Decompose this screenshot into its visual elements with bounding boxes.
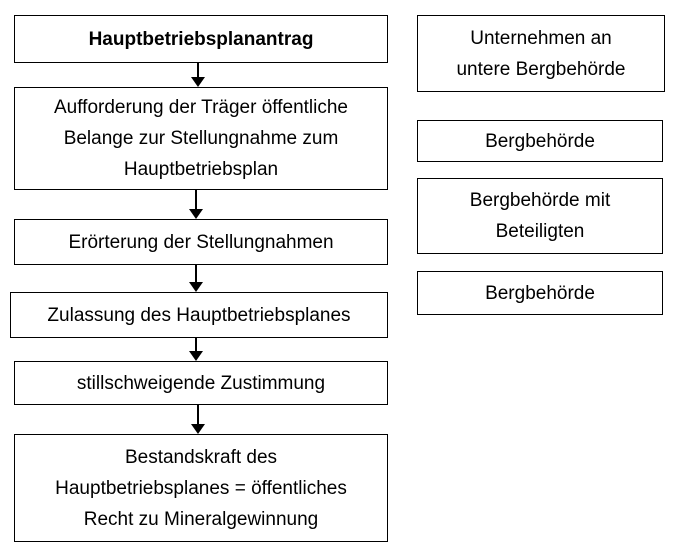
flow-step-label: Hauptbetriebsplanantrag	[88, 28, 314, 50]
actor-authority-with-participants: Bergbehörde mit Beteiligten	[417, 178, 663, 254]
actor-mining-authority-approval: Bergbehörde	[417, 271, 663, 315]
actor-label: Unternehmen an untere Bergbehörde	[456, 27, 626, 80]
flow-step-legal-force: Bestandskraft des Hauptbetriebsplanes = …	[14, 434, 388, 542]
flow-step-label: Bestandskraft des Hauptbetriebsplanes = …	[55, 446, 347, 530]
flow-arrow	[190, 405, 206, 434]
actor-label: Bergbehörde mit Beteiligten	[469, 190, 611, 242]
flow-step-discussion: Erörterung der Stellungnahmen	[14, 219, 388, 265]
flow-step-label: Erörterung der Stellungnahmen	[68, 231, 334, 253]
flow-step-approval: Zulassung des Hauptbetriebsplanes	[10, 292, 388, 338]
flow-arrow	[188, 338, 204, 361]
flow-arrow	[190, 63, 206, 87]
actor-label: Bergbehörde	[485, 282, 595, 304]
flow-step-label: Zulassung des Hauptbetriebsplanes	[47, 304, 351, 326]
actor-mining-authority: Bergbehörde	[417, 120, 663, 162]
flow-step-request-statements: Aufforderung der Träger öffentliche Bela…	[14, 87, 388, 190]
flow-arrow	[188, 265, 204, 292]
actor-company-to-authority: Unternehmen an untere Bergbehörde	[417, 15, 665, 92]
flow-step-application: Hauptbetriebsplanantrag	[14, 15, 388, 63]
actor-label: Bergbehörde	[485, 130, 595, 152]
flow-step-label: stillschweigende Zustimmung	[76, 372, 326, 394]
flow-step-tacit-consent: stillschweigende Zustimmung	[14, 361, 388, 405]
flow-step-label: Aufforderung der Träger öffentliche Bela…	[54, 97, 348, 180]
flow-arrow	[188, 190, 204, 219]
